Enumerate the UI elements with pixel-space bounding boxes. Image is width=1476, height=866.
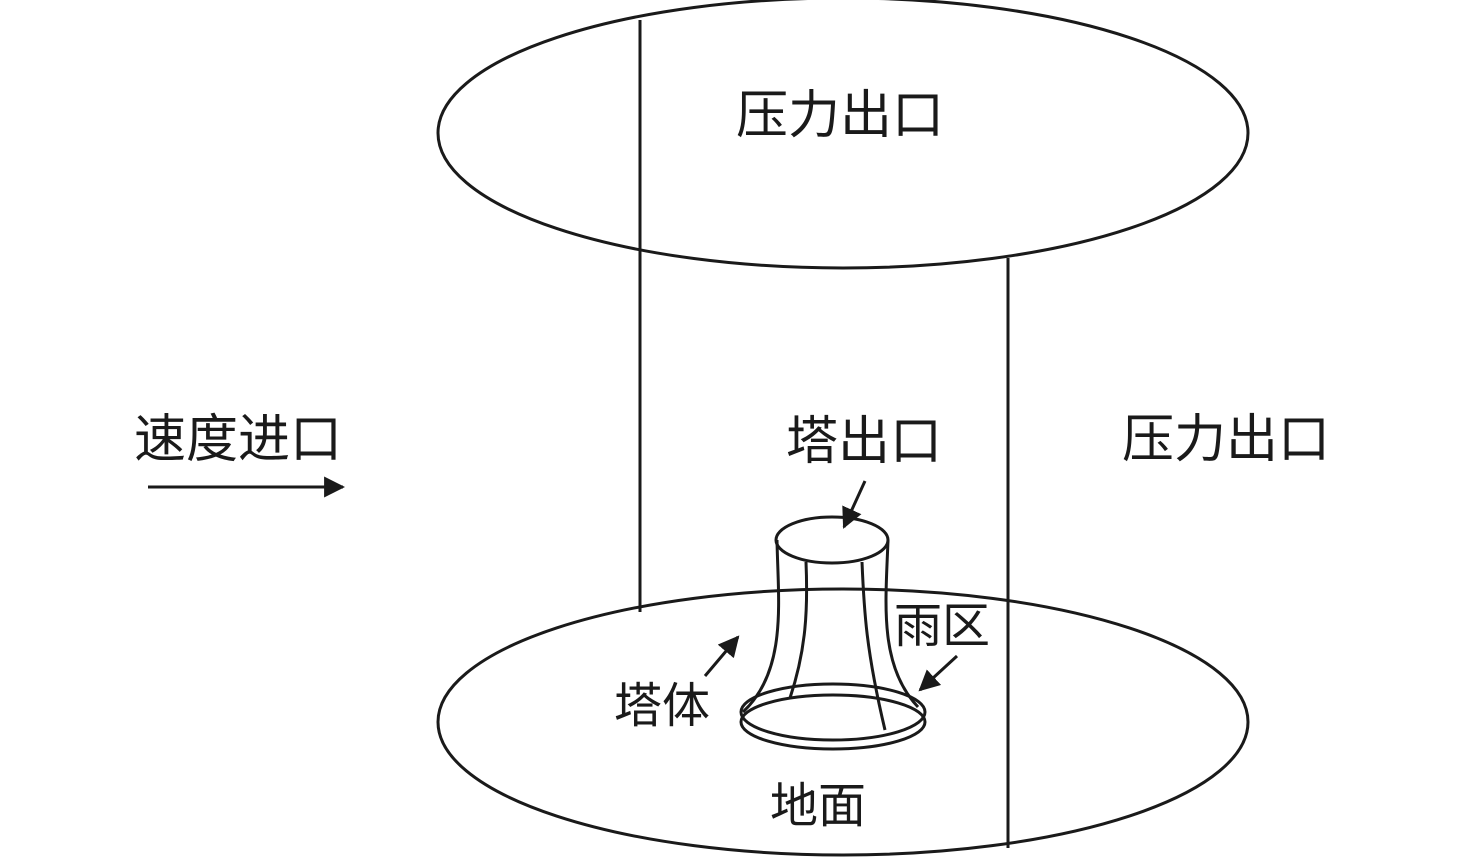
tower-outlet-arrow: [842, 480, 867, 529]
rain-zone-arrow: [918, 654, 959, 692]
top-outlet-ellipse: [436, 0, 1250, 270]
tower-left-profile: [741, 539, 781, 714]
rain-zone-ring-inner: [739, 693, 927, 751]
tower-top-ellipse: [774, 515, 890, 565]
cooling-tower: [739, 515, 927, 751]
side-outlet-label: 压力出口: [1122, 410, 1331, 470]
tower-inner-line-right: [860, 561, 887, 731]
velocity-inlet-label: 速度进口: [134, 410, 343, 470]
tower-inner-line-left: [788, 561, 809, 699]
rain-zone-label: 雨区: [894, 598, 991, 654]
ground-label: 地面: [770, 778, 867, 834]
rain-zone-ring-outer: [739, 682, 927, 742]
tower-outlet-label: 塔出口: [786, 412, 943, 472]
tower-body-arrow: [703, 635, 740, 677]
tower-right-profile: [884, 539, 920, 709]
top-outlet-label: 压力出口: [736, 86, 945, 146]
tower-body-label: 塔体: [614, 678, 711, 734]
ground-ellipse: [436, 587, 1250, 857]
